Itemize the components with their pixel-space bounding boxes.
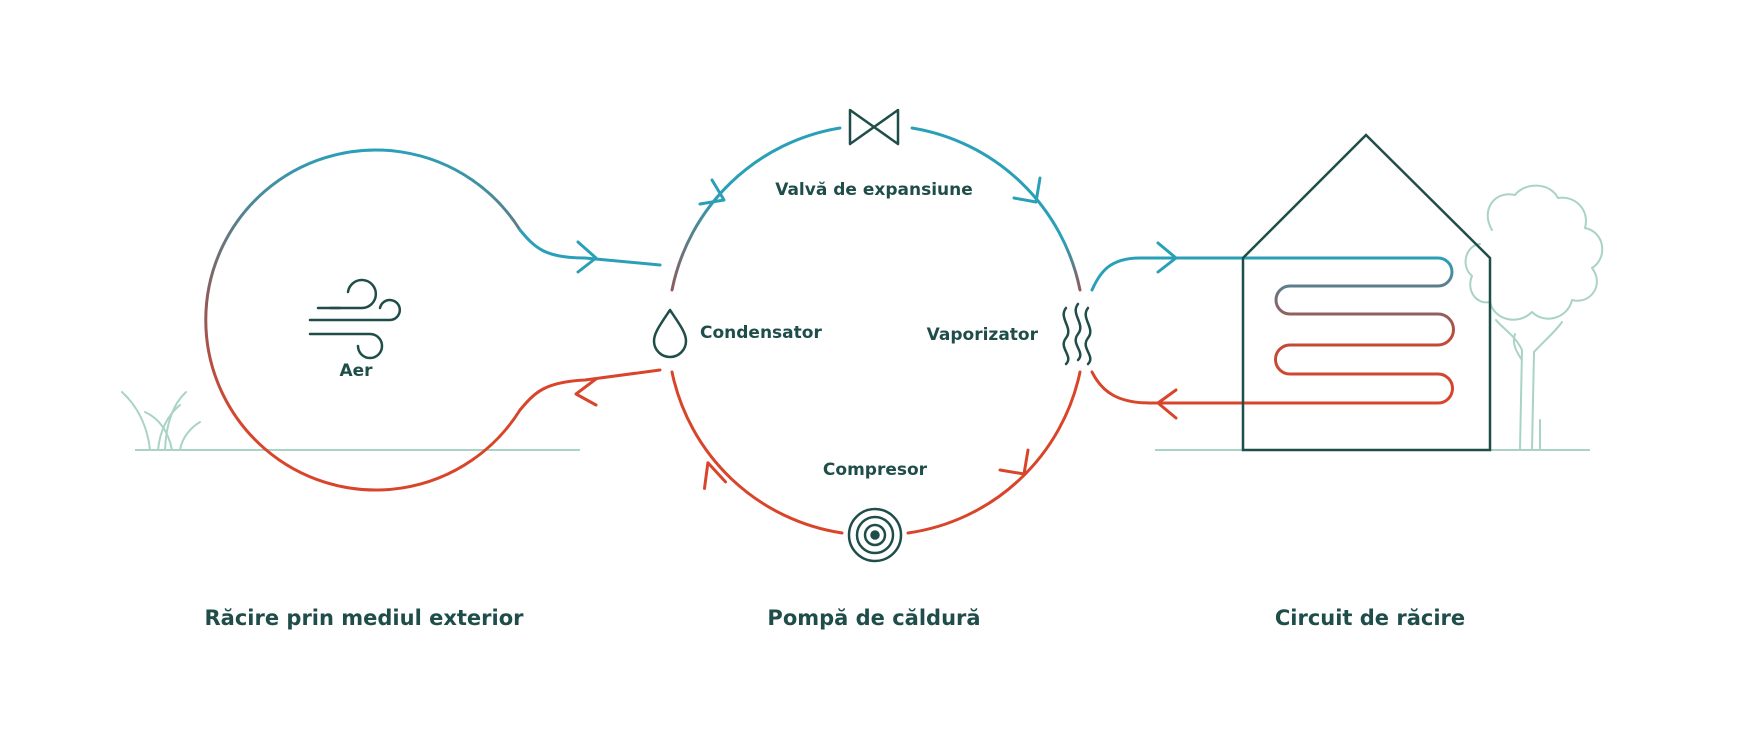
section-title-heat-pump: Pompă de căldură (767, 606, 981, 630)
air-label: Aer (339, 361, 373, 381)
arrow-hp-topright (1012, 176, 1042, 204)
section-title-cooling-circuit: Circuit de răcire (1274, 606, 1466, 630)
heat-pump-loop (670, 126, 1082, 535)
arrow-outdoor-out (574, 377, 598, 407)
arrow-cooling-out (1156, 388, 1178, 420)
water-drop-icon (652, 308, 688, 359)
arrow-hp-bottomleft (702, 461, 728, 490)
compressor-icon (847, 507, 903, 563)
arrow-hp-bottomright (998, 448, 1030, 476)
vaporizer-label: Vaporizator (926, 325, 1038, 345)
arrow-outdoor-in (576, 240, 598, 274)
heat-waves-icon (1062, 302, 1092, 366)
house-icon (1241, 133, 1492, 452)
expansion-valve-label: Valvă de expansiune (775, 180, 973, 200)
wind-icon (308, 278, 402, 360)
arrow-cooling-in (1156, 241, 1178, 274)
floor-coil (1274, 256, 1455, 405)
condenser-label: Condensator (700, 323, 822, 343)
outdoor-loop (204, 148, 662, 492)
compressor-label: Compresor (822, 460, 928, 480)
grass-icon (121, 391, 201, 451)
tree-icon (1464, 184, 1604, 451)
valve-icon (848, 108, 900, 146)
section-title-outdoor: Răcire prin mediul exterior (204, 606, 524, 630)
arrow-hp-topleft (698, 178, 726, 206)
cooling-connection (1090, 256, 1422, 405)
